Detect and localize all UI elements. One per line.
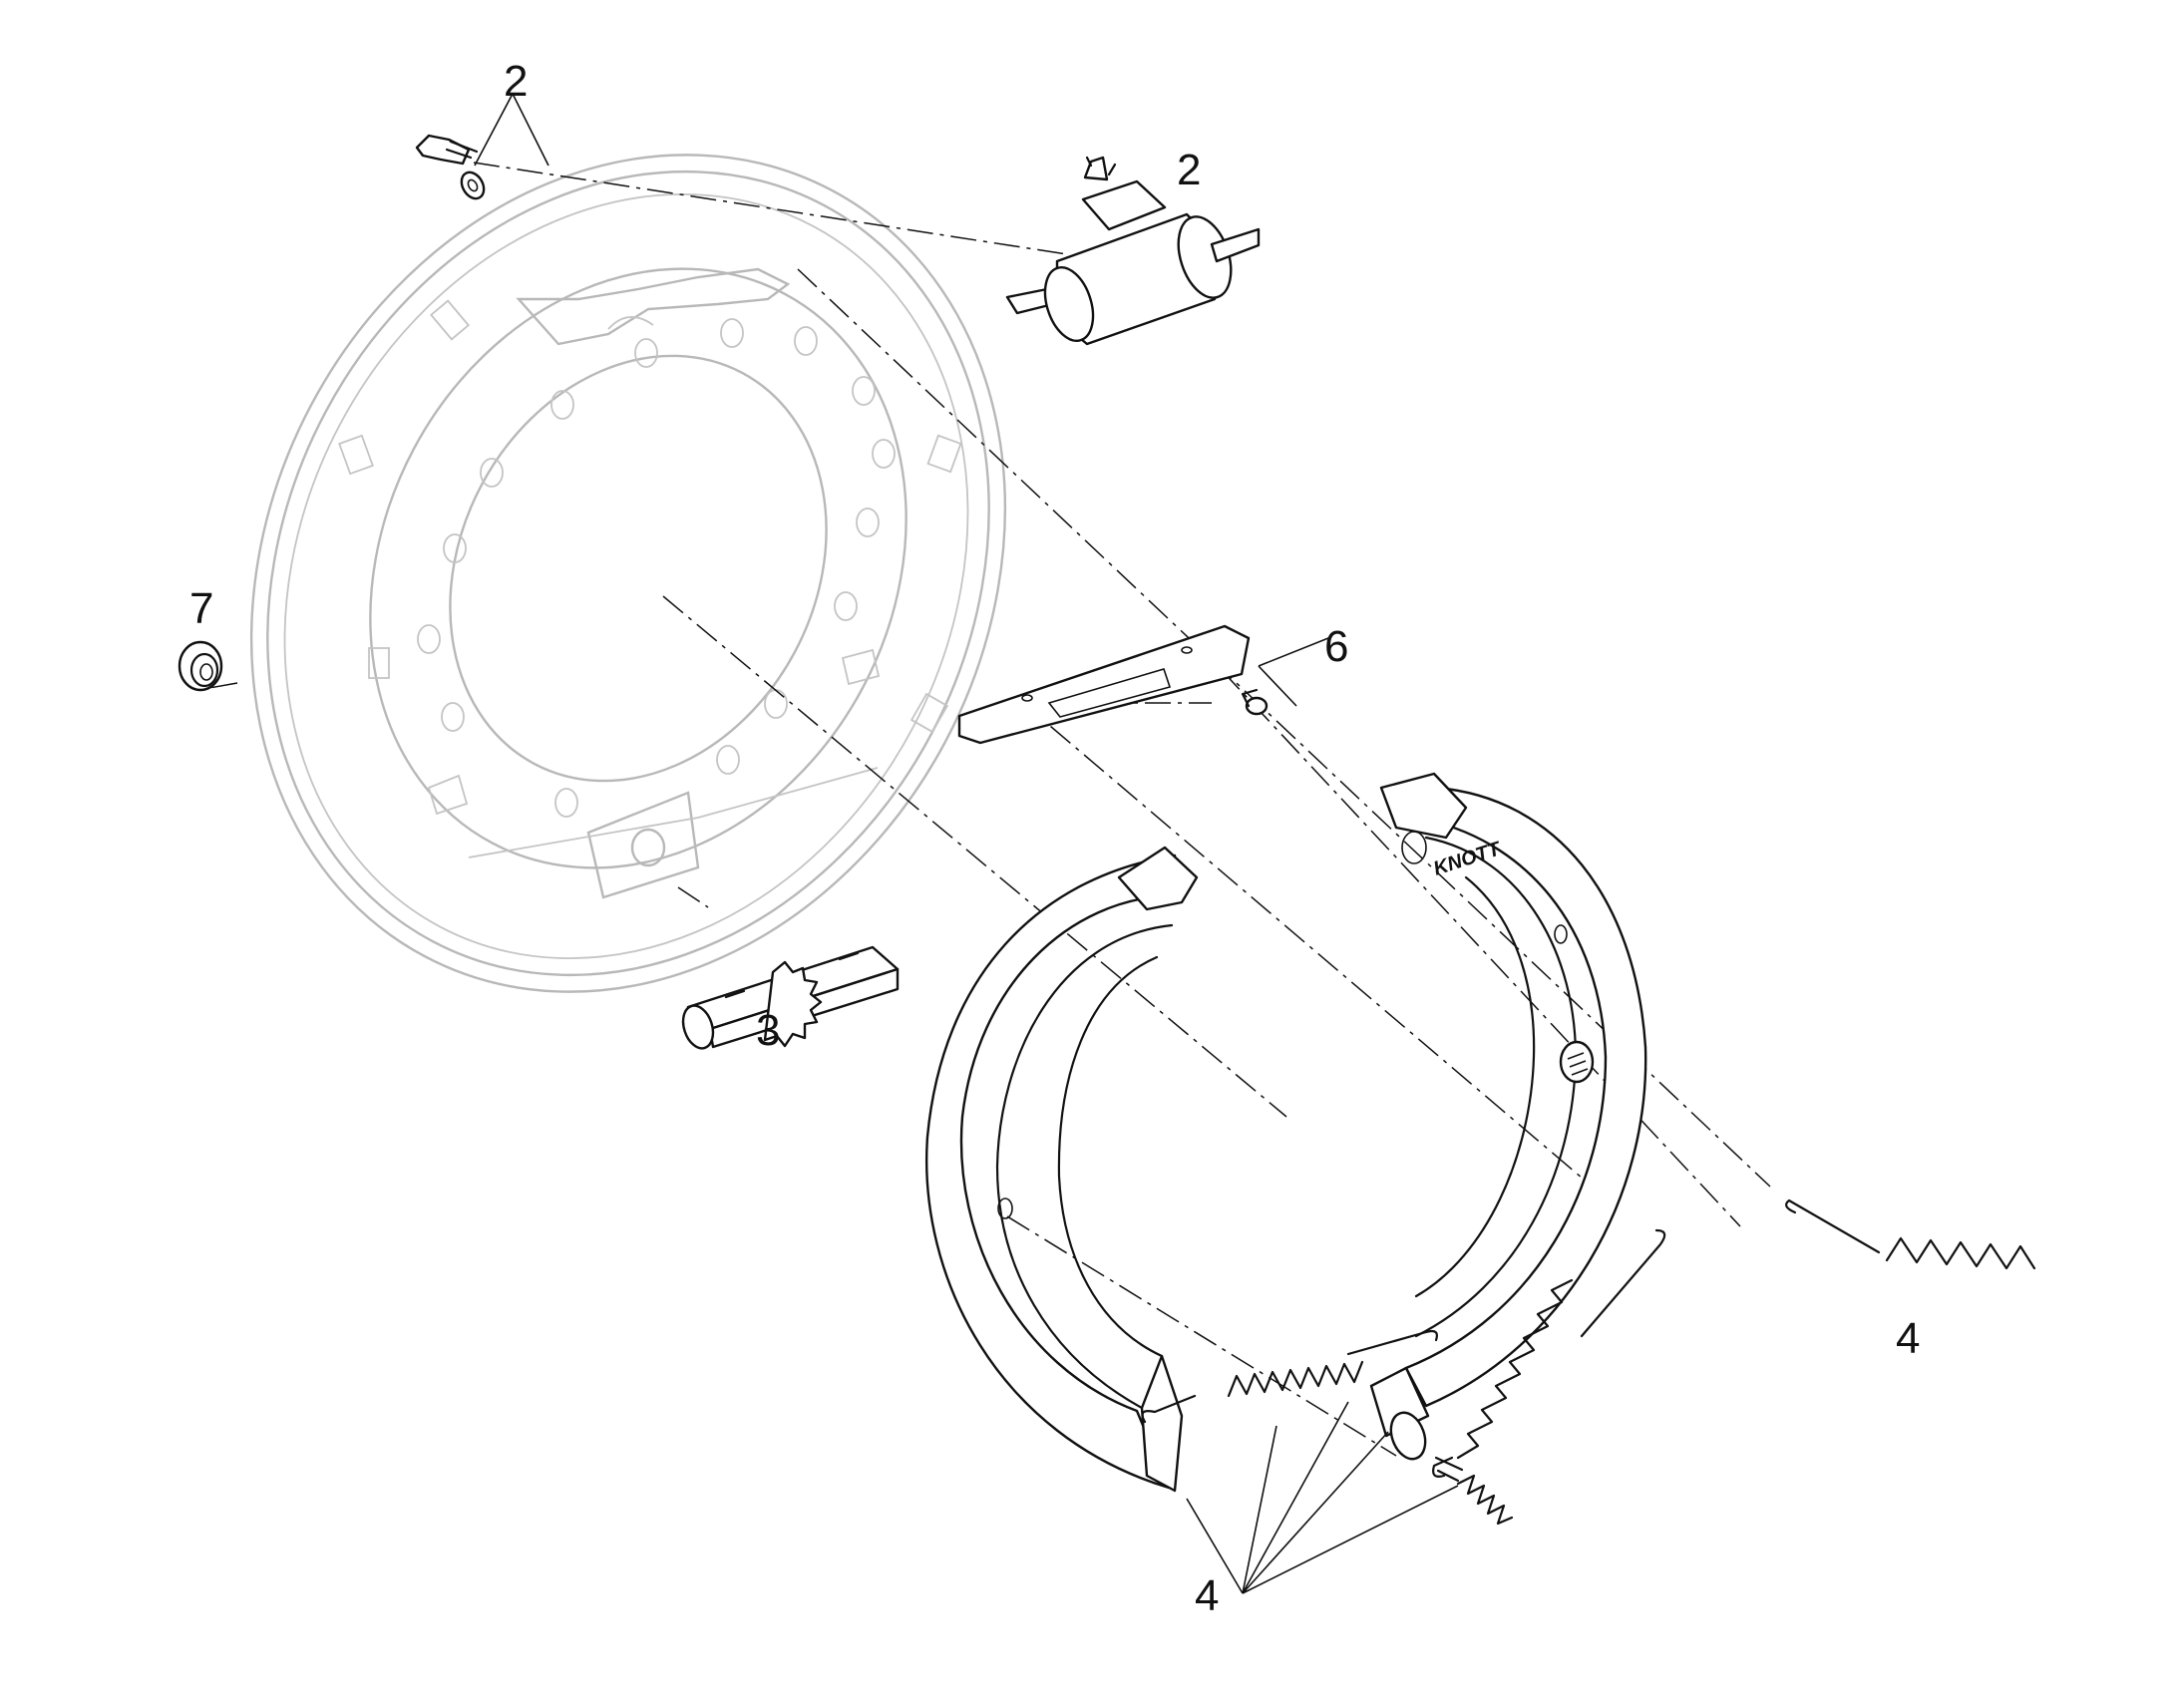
- callout-numbers: 2 2 7 6 3 4 4: [189, 57, 1920, 1620]
- shoe-retaining-plate: [957, 624, 1269, 745]
- assembly-centerlines: [208, 162, 1771, 1457]
- callout-bolt: 2: [504, 57, 528, 106]
- callout-adjuster: 3: [756, 1006, 780, 1055]
- leader-lines: [474, 93, 1459, 1594]
- brake-shoe-left: [925, 846, 1199, 1493]
- wheel-cylinder: [1005, 156, 1261, 346]
- brake-adjuster: [681, 945, 900, 1050]
- knott-brand-mark: KNOTT: [1431, 838, 1505, 880]
- bolt-and-washer: [415, 134, 486, 200]
- callout-shoe-hardware: 4: [1195, 1571, 1219, 1620]
- callout-wheel-cylinder: 2: [1177, 146, 1201, 194]
- grommet: [178, 640, 223, 692]
- callout-spring-right: 4: [1896, 1314, 1920, 1363]
- springs-and-hardware: [1141, 1198, 2036, 1526]
- backing-plate: [249, 154, 1007, 993]
- callout-retaining-plate: 6: [1324, 622, 1348, 671]
- callout-grommet: 7: [189, 584, 213, 633]
